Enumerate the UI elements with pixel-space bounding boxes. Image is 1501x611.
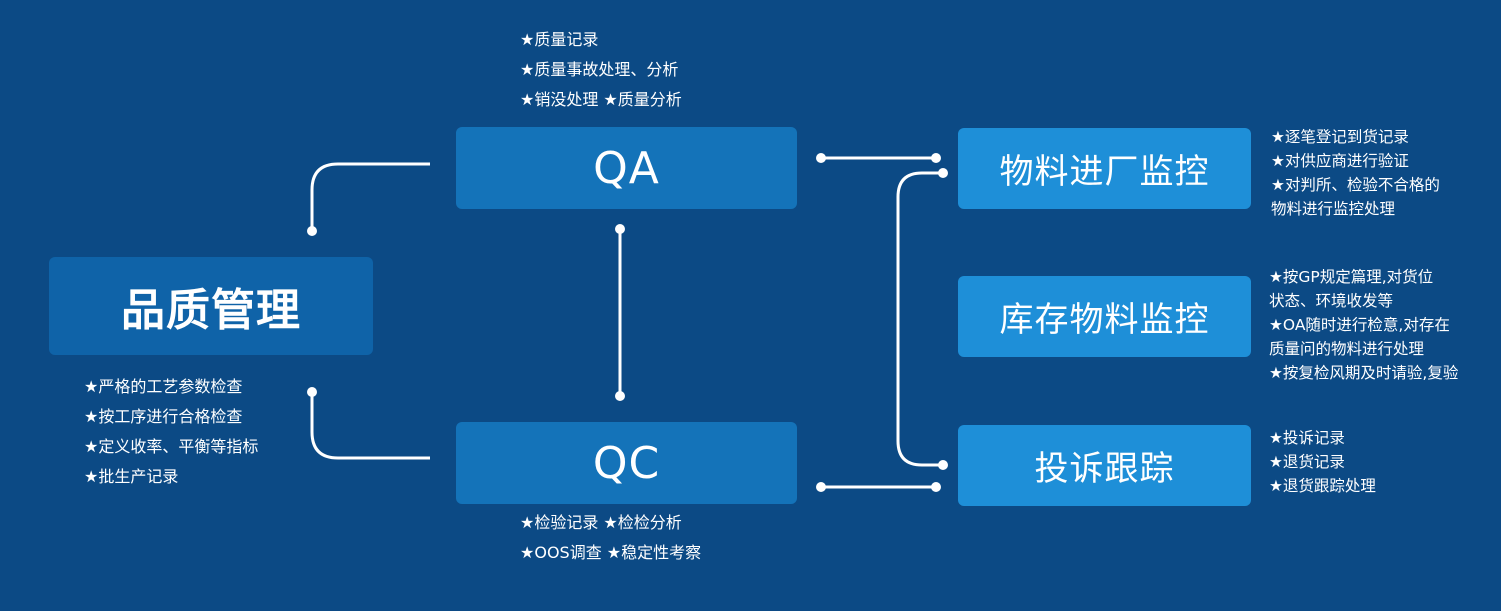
inventory-material-note: 状态、环境收发等: [1269, 292, 1394, 310]
qc-note: ★检验记录 ★检检分析: [520, 513, 682, 532]
dot-main-qc: [307, 387, 317, 397]
quality-management-note: ★按工序进行合格检查: [84, 407, 243, 426]
inventory-material-note: ★按GP规定篇理,对货位: [1269, 268, 1434, 286]
inventory-material-note: ★按复检风期及时请验,复验: [1269, 364, 1459, 382]
dot-qa-top: [615, 224, 625, 234]
incoming-material-box[interactable]: 物料进厂监控: [958, 128, 1251, 209]
dot-qc-right: [816, 482, 826, 492]
qa-box[interactable]: QA: [456, 127, 797, 209]
inventory-material-notes: ★按GP规定篇理,对货位 状态、环境收发等 ★OA随时进行检意,对存在 质量问的…: [1269, 265, 1458, 385]
complaint-tracking-label: 投诉跟踪: [1034, 449, 1175, 489]
qc-label: QC: [592, 437, 661, 489]
incoming-material-label: 物料进厂监控: [999, 152, 1210, 192]
incoming-material-note: ★对供应商进行验证: [1271, 152, 1409, 170]
connector-main-qc: [310, 392, 430, 460]
qc-notes: ★检验记录 ★检检分析 ★OOS调查 ★稳定性考察: [520, 508, 701, 568]
incoming-material-notes: ★逐笔登记到货记录 ★对供应商进行验证 ★对判所、检验不合格的 物料进行监控处理: [1271, 125, 1440, 221]
complaint-tracking-notes: ★投诉记录 ★退货记录 ★退货跟踪处理: [1269, 426, 1376, 498]
complaint-tracking-note: ★退货记录: [1269, 453, 1345, 471]
qa-label: QA: [593, 142, 660, 194]
quality-management-box[interactable]: 品质管理: [49, 257, 373, 355]
quality-management-note: ★定义收率、平衡等指标: [84, 437, 259, 456]
qa-note: ★销没处理 ★质量分析: [520, 90, 682, 109]
complaint-tracking-note: ★退货跟踪处理: [1269, 477, 1376, 495]
qa-notes: ★质量记录 ★质量事故处理、分析 ★销没处理 ★质量分析: [520, 25, 682, 115]
qc-note: ★OOS调查 ★稳定性考察: [520, 543, 702, 562]
qa-note: ★质量事故处理、分析: [520, 60, 679, 79]
dot-qc-bottom: [615, 391, 625, 401]
inventory-material-note: 质量问的物料进行处理: [1269, 340, 1425, 358]
dot-incoming-left: [931, 153, 941, 163]
quality-management-notes: ★严格的工艺参数检查 ★按工序进行合格检查 ★定义收率、平衡等指标 ★批生产记录: [84, 372, 258, 492]
dot-bracket-bottom: [938, 460, 948, 470]
dot-main-qa: [307, 226, 317, 236]
quality-management-note: ★严格的工艺参数检查: [84, 377, 243, 396]
quality-management-note: ★批生产记录: [84, 467, 179, 486]
complaint-tracking-box[interactable]: 投诉跟踪: [958, 425, 1251, 506]
connector-bracket: [896, 171, 943, 467]
dot-qa-right: [816, 153, 826, 163]
incoming-material-note: ★逐笔登记到货记录: [1271, 128, 1409, 146]
connector-main-qa: [310, 162, 430, 231]
incoming-material-note: 物料进行监控处理: [1271, 200, 1396, 218]
complaint-tracking-note: ★投诉记录: [1269, 429, 1345, 447]
dot-bracket-top: [938, 168, 948, 178]
inventory-material-box[interactable]: 库存物料监控: [958, 276, 1251, 357]
dot-complaint-left: [931, 482, 941, 492]
quality-management-label: 品质管理: [121, 285, 301, 336]
inventory-material-note: ★OA随时进行检意,对存在: [1269, 316, 1450, 334]
inventory-material-label: 库存物料监控: [999, 300, 1210, 340]
incoming-material-note: ★对判所、检验不合格的: [1271, 176, 1440, 194]
qa-note: ★质量记录: [520, 30, 599, 49]
qc-box[interactable]: QC: [456, 422, 797, 504]
